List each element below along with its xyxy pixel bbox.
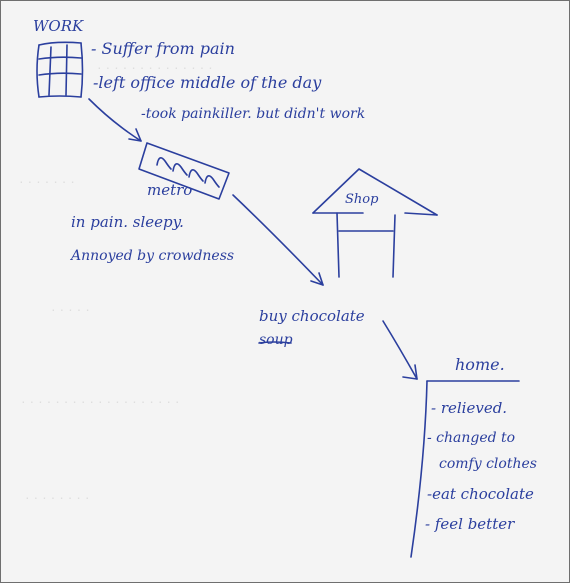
bleed-through-text: · · · · · · · · · · · · · · — [97, 59, 213, 75]
bleed-through-text: · · · · · · · — [19, 173, 75, 189]
home-note: - relieved. — [431, 399, 508, 417]
home-note: - feel better — [425, 515, 515, 533]
shop-house-icon — [312, 168, 438, 278]
strike-through — [258, 341, 292, 344]
arrow-shop-to-home — [382, 320, 418, 380]
home-label: home. — [455, 355, 505, 374]
metro-note: Annoyed by crowdness — [71, 248, 235, 264]
home-note: comfy clothes — [439, 456, 537, 472]
arrow-metro-to-shop — [232, 194, 324, 286]
work-note: - Suffer from pain — [91, 39, 235, 58]
work-note: -took painkiller. but didn't work — [141, 106, 366, 122]
arrow-work-to-metro — [88, 98, 142, 142]
shop-label: Shop — [345, 192, 379, 207]
metro-train-icon — [138, 142, 230, 200]
bleed-through-text: · · · · · · · · · · · · · · · · · · · — [21, 393, 180, 409]
crossed-out-word: soup — [259, 332, 293, 348]
building-icon — [36, 41, 84, 98]
metro-note: in pain. sleepy. — [71, 213, 184, 231]
bleed-through-text: · · · · · · · · — [25, 489, 90, 505]
metro-label: metro — [147, 181, 193, 199]
work-note: -left office middle of the day — [93, 73, 322, 92]
bleed-through-text: · · · · · — [51, 301, 90, 317]
home-note: -eat chocolate — [427, 485, 534, 503]
home-icon — [410, 380, 520, 558]
home-note: - changed to — [427, 430, 516, 446]
shop-action: buy chocolate — [259, 307, 365, 325]
work-label: WORK — [33, 17, 84, 35]
